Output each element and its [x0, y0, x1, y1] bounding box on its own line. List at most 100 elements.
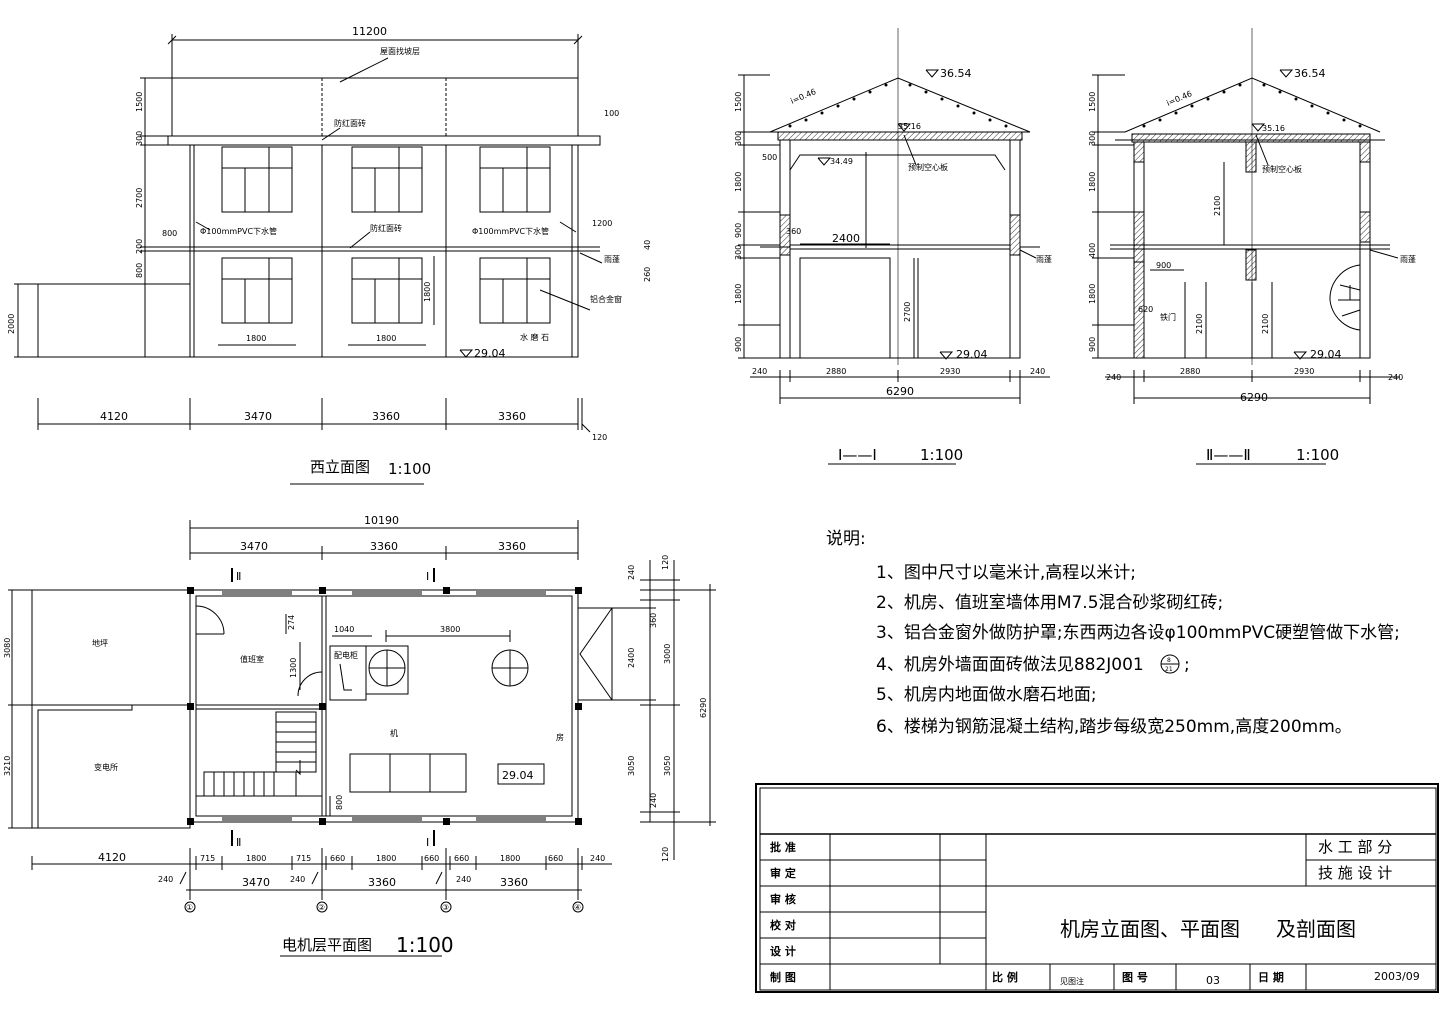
section-1-roof-dots [788, 83, 1008, 128]
dim-900: 900 [1156, 261, 1171, 270]
r-120a: 120 [661, 555, 670, 570]
canopy-note: 雨蓬 [1400, 254, 1416, 264]
section-1-scale: 1:100 [920, 446, 963, 464]
sec-mark-3: Ⅱ [236, 836, 241, 849]
floor-plan [8, 520, 716, 956]
note-2: 2、机房、值班室墙体用M7.5混合砂浆砌红砖; [876, 593, 1223, 613]
plan-top-3360b: 3360 [498, 540, 526, 553]
vdim-1: 1500 [1088, 92, 1097, 112]
sec-mark-1: Ⅱ [236, 570, 241, 583]
bottom-240b: 240 [1388, 373, 1403, 382]
note-4: 4、机房外墙面面砖做法见882J001 [876, 655, 1144, 675]
section-2-title: Ⅱ——Ⅱ [1206, 446, 1251, 464]
dim-3800: 3800 [440, 625, 460, 634]
axis-2: ② [318, 903, 325, 912]
vdim-5: 1800 [1088, 284, 1097, 304]
bottom-240a: 240 [752, 367, 767, 376]
dim-274: 274 [287, 615, 296, 630]
elev-inner: 34.49 [830, 157, 853, 166]
b1-660d: 660 [548, 854, 563, 863]
floor-plan-text: 10190 3470 3360 3360 地坪 变电所 值班室 机 房 配电柜 … [3, 514, 708, 957]
west-elevation-scale: 1:100 [388, 460, 431, 478]
west-elevation [14, 34, 602, 484]
b2-3470: 3470 [242, 876, 270, 889]
bottom-dim-3360b: 3360 [498, 410, 526, 423]
total-6290: 6290 [1240, 391, 1268, 404]
dept-label: 水 工 部 分 [1318, 838, 1392, 856]
section-2-scale: 1:100 [1296, 446, 1339, 464]
section-2-text: 36.54 35.16 29.04 i=0.46 预制空心板 雨蓬 铁门 150… [1088, 67, 1416, 464]
b1-1800a: 1800 [246, 854, 266, 863]
roof-note: 屋面找坡层 [380, 46, 420, 56]
roof-slope: i=0.46 [789, 87, 817, 106]
vdim-800: 800 [135, 263, 144, 278]
drawing-title: 机房立面图、平面图 [1060, 917, 1240, 941]
row-draw: 制 图 [770, 970, 796, 984]
pvc-pipe-label-right: Φ100mmPVC下水管 [472, 226, 549, 236]
dim-360: 360 [786, 227, 801, 236]
b2-3360a: 3360 [368, 876, 396, 889]
west-elevation-text: 11200 屋面找坡层 防红面砖 防红面砖 Φ100mmPVC下水管 Φ100m… [7, 25, 652, 478]
date-label: 日 期 [1258, 970, 1284, 984]
ground-elevation: 29.04 [474, 347, 506, 360]
upper-windows [222, 147, 550, 212]
number-label: 图 号 [1122, 971, 1148, 984]
vdim-7: 900 [734, 337, 743, 352]
vdim-4: 900 [734, 223, 743, 238]
facing-brick-label-2: 防红面砖 [370, 223, 402, 233]
dim-100: 100 [604, 109, 619, 118]
b2-240c: 240 [456, 875, 471, 884]
number-value: 03 [1206, 974, 1220, 987]
vdim-200: 200 [135, 239, 144, 254]
west-elevation-title: 西立面图 [310, 458, 370, 476]
canopy-note: 雨蓬 [1036, 254, 1052, 264]
dim-40: 40 [643, 240, 652, 250]
dim-800: 800 [335, 795, 344, 810]
dim-800: 800 [162, 229, 177, 238]
b1-715b: 715 [296, 854, 311, 863]
note-5: 5、机房内地面做水磨石地面; [876, 685, 1097, 705]
facing-brick-label: 防红面砖 [334, 118, 366, 128]
vdim-2: 300 [734, 131, 743, 146]
room-substation: 变电所 [94, 762, 118, 772]
sec-mark-2: Ⅰ [426, 570, 429, 583]
dim-1040: 1040 [334, 625, 354, 634]
window-width-2: 1800 [376, 334, 396, 343]
plan-top-3470: 3470 [240, 540, 268, 553]
window-width-1: 1800 [246, 334, 266, 343]
row-examine: 审 定 [770, 866, 796, 880]
vdim-3: 1800 [1088, 172, 1097, 192]
b1-4120: 4120 [98, 851, 126, 864]
b1-715a: 715 [200, 854, 215, 863]
vdim-3: 1800 [734, 172, 743, 192]
plan-total: 10190 [364, 514, 399, 527]
vdim-6: 900 [1088, 337, 1097, 352]
bottom-dim-120: 120 [592, 433, 607, 442]
section-1-title: Ⅰ——Ⅰ [838, 446, 877, 464]
r-3050a: 3050 [627, 756, 636, 776]
note-6: 6、楼梯为钢筋混凝土结构,踏步每级宽250mm,高度200mm。 [876, 717, 1352, 737]
dim-260: 260 [643, 267, 652, 282]
vdim-5: 300 [734, 245, 743, 260]
axis-3: ③ [442, 903, 449, 912]
detail-ref-bottom: 21 [1165, 666, 1173, 673]
plan-elev: 29.04 [502, 769, 534, 782]
bottom-dim-3470: 3470 [244, 410, 272, 423]
b1-240: 240 [590, 854, 605, 863]
b2-3360b: 3360 [500, 876, 528, 889]
drawing-title-2: 及剖面图 [1276, 917, 1356, 941]
row-review: 审 核 [770, 892, 796, 906]
notes-heading: 说明: [826, 529, 866, 549]
elev-floor: 29.04 [956, 348, 988, 361]
iron-door-note: 铁门 [1160, 312, 1176, 322]
elev-floor: 29.04 [1310, 348, 1342, 361]
b1-1800b: 1800 [376, 854, 396, 863]
stage-label: 技 施 设 计 [1318, 864, 1392, 882]
vdim-2000: 2000 [7, 314, 16, 334]
slab-note: 预制空心板 [1262, 164, 1302, 174]
section-1 [738, 28, 1050, 464]
r-120b: 120 [661, 847, 670, 862]
notes: 说明: 1、图中尺寸以毫米计,高程以米计; 2、机房、值班室墙体用M7.5混合砂… [826, 529, 1400, 737]
bottom-2930: 2930 [1294, 367, 1314, 376]
